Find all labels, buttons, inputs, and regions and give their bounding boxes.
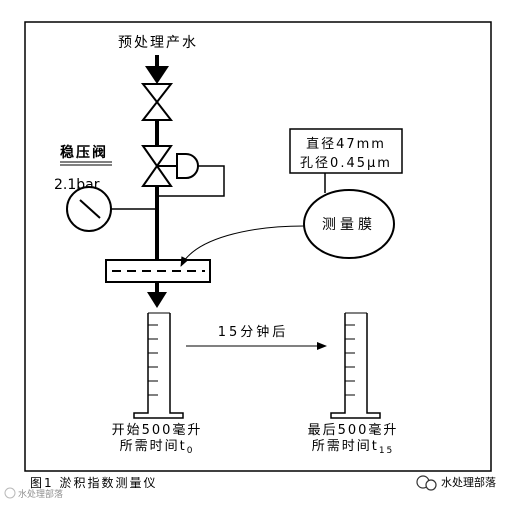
inlet-label: 预处理产水	[118, 35, 198, 51]
membrane-callout	[303, 189, 395, 259]
left-cylinder-caption-2: 所需时间t0	[120, 439, 195, 456]
left-graduated-cylinder	[133, 312, 184, 419]
watermark-left: 水处理部落	[4, 487, 63, 500]
filter-holder	[105, 259, 211, 283]
outlet-arrow	[147, 282, 167, 308]
regulator-label: 稳压阀	[60, 144, 108, 161]
shutoff-valve-icon	[140, 83, 174, 121]
left-cylinder-caption-1: 开始500毫升	[112, 422, 203, 438]
pressure-regulator-icon	[141, 145, 199, 187]
svg-text:水处理部落: 水处理部落	[441, 475, 496, 489]
figure-caption: 图1 淤积指数测量仪	[30, 475, 157, 490]
right-cylinder-caption-1: 最后500毫升	[308, 422, 399, 438]
transfer-label: 15分钟后	[218, 324, 289, 340]
svg-text:水处理部落: 水处理部落	[18, 488, 63, 500]
pressure-gauge-icon	[66, 186, 157, 232]
regulator-feedback-line	[157, 165, 225, 197]
membrane-label: 测量膜	[322, 217, 376, 233]
inlet-arrow	[145, 55, 169, 84]
filter-pore-size-text: 孔径0.45μm	[300, 156, 392, 171]
membrane-pointer	[180, 225, 305, 267]
filter-spec-box: 直径47mm 孔径0.45μm	[289, 128, 403, 174]
diagram-frame	[24, 21, 492, 472]
filter-diameter-text: 直径47mm	[306, 137, 386, 152]
watermark-right: 水处理部落	[416, 475, 496, 491]
right-graduated-cylinder	[330, 312, 381, 419]
right-cylinder-caption-2: 所需时间t15	[312, 439, 395, 456]
